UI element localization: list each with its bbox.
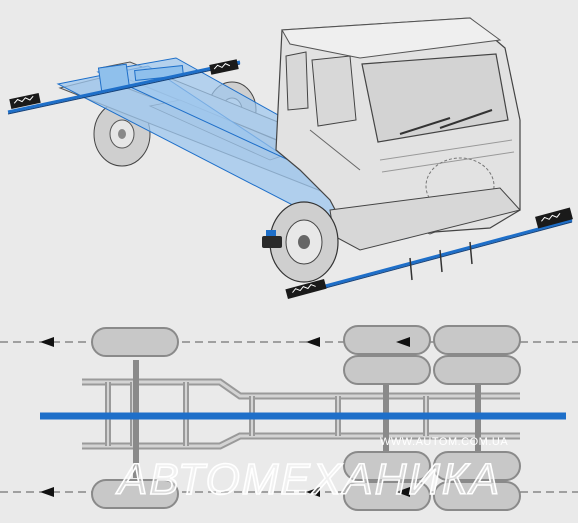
truck-cab <box>275 17 521 251</box>
wheel-rear1-left-outer <box>343 325 431 355</box>
rear-axle-1-wheels <box>343 325 431 511</box>
direction-arrows <box>40 337 410 497</box>
watermark-brand: АВТОМЕХАНИКА <box>115 455 501 504</box>
wheel-rear2-left-inner <box>433 355 521 385</box>
watermark-url: WWW.AUTOM.COM.UA <box>380 436 508 448</box>
watermark: WWW.AUTOM.COM.UA АВТОМЕХАНИКА <box>114 436 508 505</box>
arrow-icon <box>306 337 320 347</box>
arrow-icon <box>396 337 410 347</box>
arrow-icon <box>306 487 320 497</box>
wheel-rear2-right-inner <box>433 451 521 481</box>
wheel-rear2-left-outer <box>433 325 521 355</box>
arrow-icon <box>40 487 54 497</box>
alignment-schematic <box>0 325 578 511</box>
frame-outline-inner <box>82 380 520 448</box>
wheel-rear1-left-inner <box>343 355 431 385</box>
front-wheel <box>262 201 339 283</box>
rear-scale-bar <box>7 59 241 115</box>
front-axle-wheels <box>91 327 179 509</box>
arrow-icon <box>40 337 54 347</box>
front-scale-bar <box>285 207 573 300</box>
truck-illustration <box>7 17 573 300</box>
rear-axle-2-wheels <box>433 325 521 511</box>
arrow-icon <box>396 487 410 497</box>
wheel-front-right <box>91 479 179 509</box>
wheel-rear2-right-outer <box>433 481 521 511</box>
wheel-rear1-right-inner <box>343 451 431 481</box>
wheel-front-left <box>91 327 179 357</box>
